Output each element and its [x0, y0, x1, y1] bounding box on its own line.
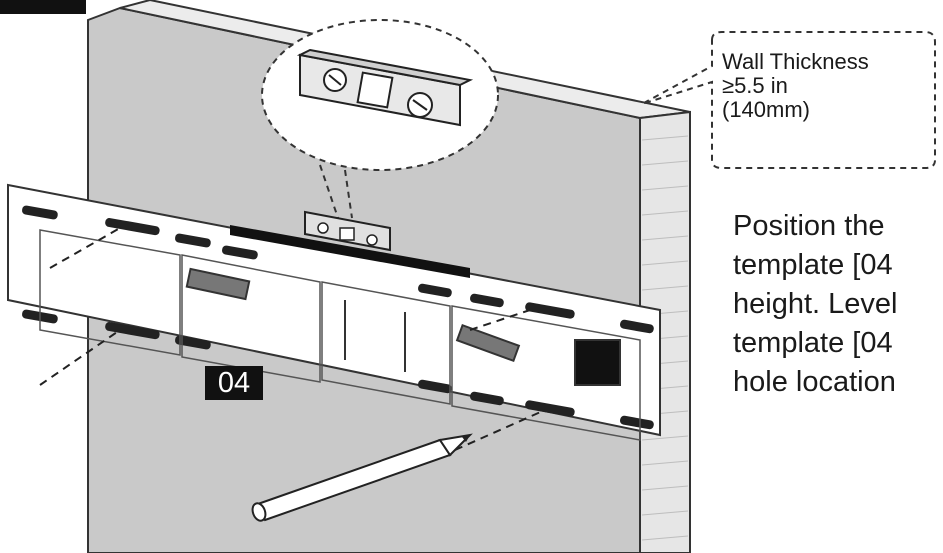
magnifier-pointer-right — [344, 169, 353, 219]
instruction-line-3: height. Level — [733, 288, 898, 320]
instruction-line-4: template [04 — [733, 327, 893, 359]
template-instruction-panels — [39, 229, 641, 441]
magnifier-pointer-left — [319, 164, 339, 219]
dashed-guide-lines — [39, 227, 546, 451]
instruction-text: Position the template [04 height. Level … — [733, 207, 943, 402]
wall-thickness-callout: Wall Thickness ≥5.5 in (140mm) — [722, 50, 869, 122]
wall-thickness-metric: (140mm) — [722, 97, 811, 122]
pencil-icon — [251, 433, 473, 522]
instruction-line-2: template [04 — [733, 249, 893, 281]
template-badge: 04 — [205, 366, 263, 400]
corner-step-marker — [0, 0, 86, 14]
template-panel-graphics — [185, 267, 621, 386]
instruction-line-1: Position the — [733, 210, 885, 242]
spirit-level-magnified — [296, 48, 474, 127]
wall-thickness-value: ≥5.5 in — [722, 73, 788, 98]
wall-thickness-title: Wall Thickness — [722, 49, 869, 74]
brick-texture — [641, 135, 689, 541]
instruction-line-5: hole location — [733, 366, 896, 398]
spirit-level-on-template — [304, 210, 391, 252]
wall-thickness-callout-bubble — [641, 31, 936, 169]
template-banner — [230, 225, 470, 278]
